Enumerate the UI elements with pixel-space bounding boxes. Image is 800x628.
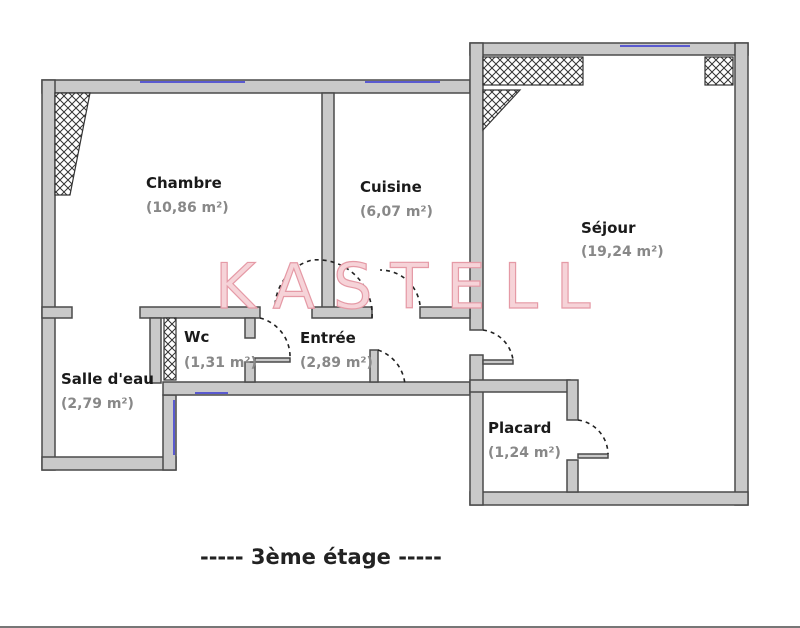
room-area-wc: (1,31 m²) <box>184 355 257 371</box>
room-label-sejour: Séjour <box>581 219 636 237</box>
watermark: KASTELL <box>214 249 609 323</box>
windows <box>140 45 690 455</box>
floor-label: ----- 3ème étage ----- <box>200 545 442 569</box>
room-label-wc: Wc <box>184 328 210 346</box>
hatched-ducts <box>54 56 734 381</box>
room-label-cuisine: Cuisine <box>360 178 422 196</box>
room-area-sejour: (19,24 m²) <box>581 244 664 260</box>
room-label-chambre: Chambre <box>146 174 222 192</box>
room-area-entree: (2,89 m²) <box>300 355 373 371</box>
walls <box>41 42 749 506</box>
room-label-placard: Placard <box>488 419 552 437</box>
room-area-chambre: (10,86 m²) <box>146 200 229 216</box>
divider <box>0 626 800 628</box>
doors <box>259 258 609 455</box>
room-label-salle-deau: Salle d'eau <box>61 370 154 388</box>
room-label-entree: Entrée <box>300 329 356 347</box>
room-area-salle-deau: (2,79 m²) <box>61 396 134 412</box>
room-area-placard: (1,24 m²) <box>488 445 561 461</box>
room-area-cuisine: (6,07 m²) <box>360 204 433 220</box>
